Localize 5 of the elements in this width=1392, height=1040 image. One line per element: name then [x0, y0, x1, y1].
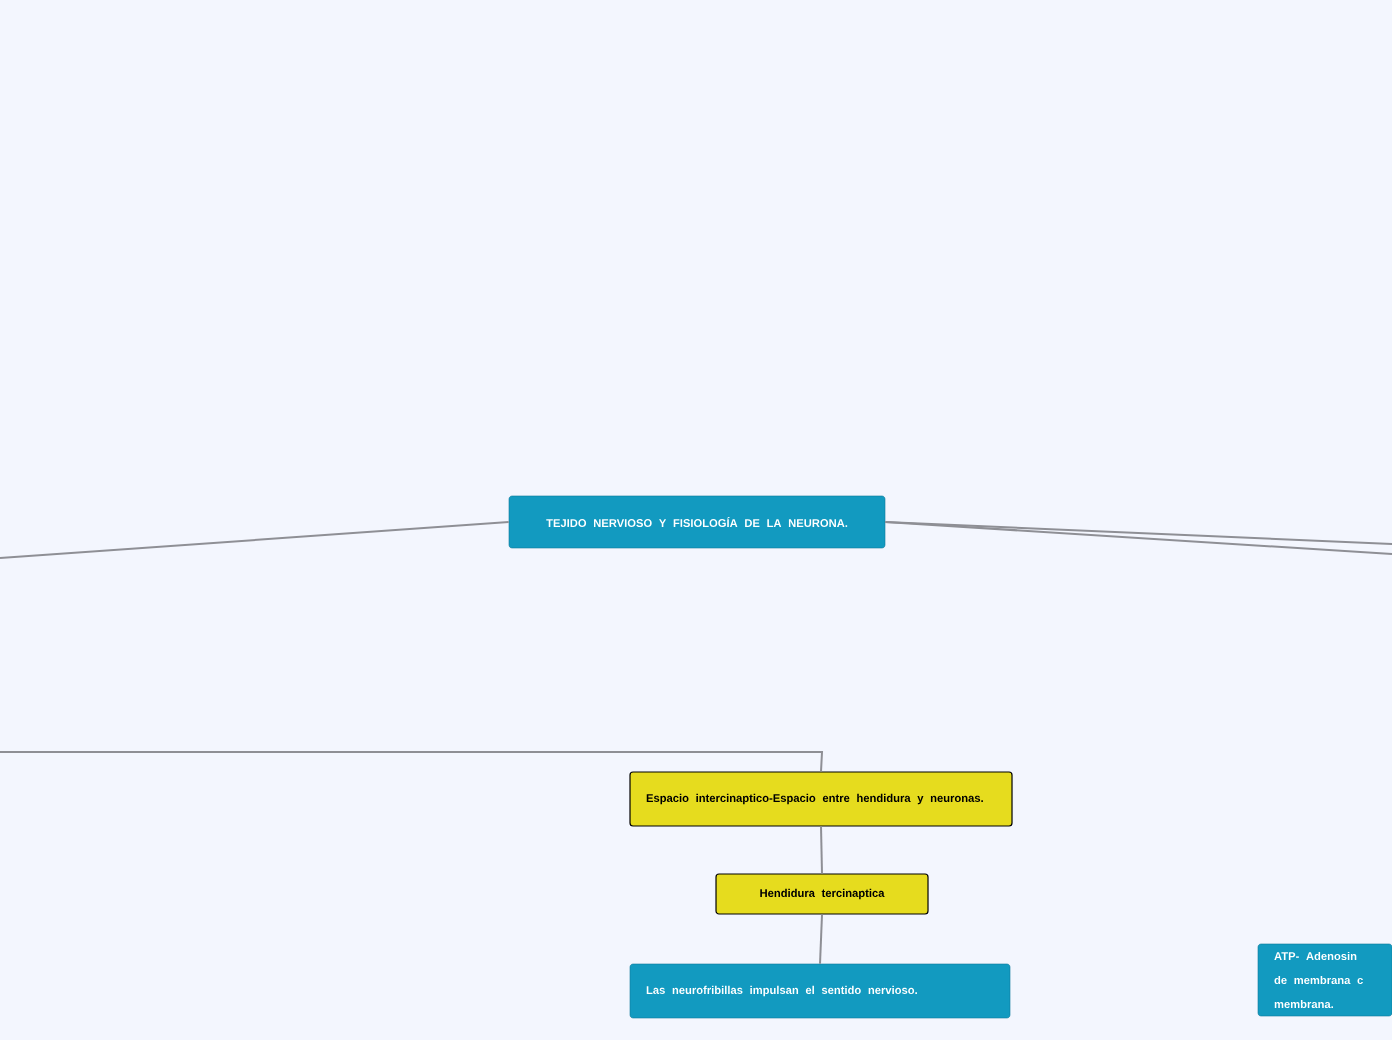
- connector-line: [820, 825, 823, 875]
- connector-line: [884, 521, 1392, 555]
- connector-line: [819, 913, 823, 965]
- connector-line: [0, 751, 824, 773]
- connector-line: [0, 521, 510, 559]
